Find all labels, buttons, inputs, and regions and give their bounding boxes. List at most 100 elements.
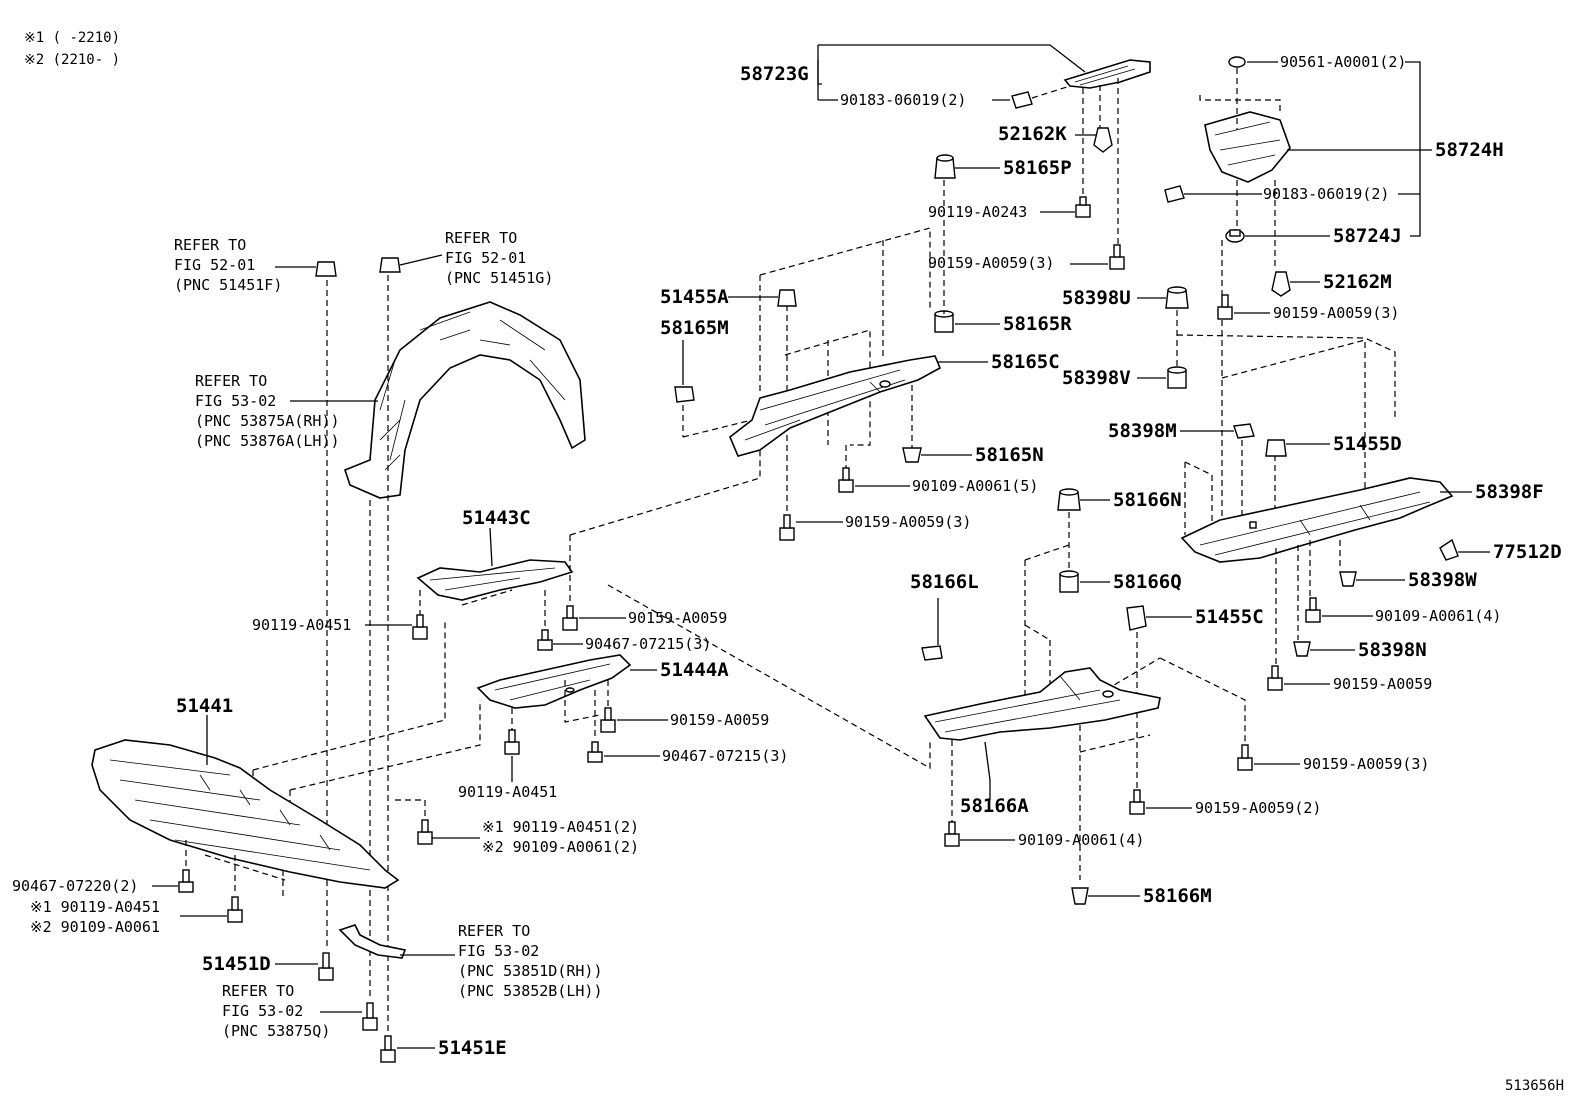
label-58165N: 58165N [975, 444, 1044, 466]
label-x1-90119-A0451-2: ※1 90119-A0451(2) [482, 818, 639, 836]
bolt-x1-90119 [227, 896, 243, 923]
label-90109-A0061-4b: 90109-A0061(4) [1018, 831, 1144, 849]
label-90561-A0001: 90561-A0001(2) [1280, 53, 1406, 71]
svg-text:REFER TO: REFER TO [195, 372, 267, 390]
label-90119-A0451-b: 90119-A0451 [458, 783, 557, 801]
label-77512D: 77512D [1493, 541, 1562, 563]
label-51441: 51441 [176, 695, 233, 717]
label-51455C: 51455C [1195, 606, 1264, 628]
label-90183-06019-a: 90183-06019(2) [840, 91, 966, 109]
clip-52162M [1271, 271, 1291, 297]
clip-58165M [674, 386, 695, 403]
bolt-90109-4b [944, 821, 960, 847]
part-58724H-cover [1204, 111, 1291, 183]
clip-51451F [315, 261, 337, 277]
svg-text:(PNC 53852B(LH)): (PNC 53852B(LH)) [458, 982, 603, 1000]
bolt-90467-2 [178, 869, 194, 893]
svg-text:REFER TO: REFER TO [174, 236, 246, 254]
bolt-90159-3b [1217, 294, 1233, 320]
label-51444A: 51444A [660, 659, 729, 681]
clip-51451G [379, 257, 401, 273]
bolt-x1-90119-2 [417, 819, 433, 845]
label-58398N: 58398N [1358, 639, 1427, 661]
clip-51455D [1265, 439, 1287, 457]
label-52162K: 52162K [998, 123, 1067, 145]
label-90159-A0059-d: 90159-A0059 [1333, 675, 1432, 693]
svg-text:(PNC 51451G): (PNC 51451G) [445, 269, 553, 287]
fender-liner [344, 301, 586, 499]
bolt-90159-2 [1129, 789, 1145, 815]
label-58165C: 58165C [991, 351, 1060, 373]
label-51455D: 51455D [1333, 433, 1402, 455]
part-53851D-bracket [338, 924, 407, 959]
nut-90561 [1228, 56, 1246, 68]
clip-58398W [1339, 571, 1357, 587]
label-90467-07215-3a: 90467-07215(3) [585, 635, 711, 653]
label-52162M: 52162M [1323, 271, 1392, 293]
label-58723G: 58723G [740, 63, 809, 85]
bolt-90159-e [562, 605, 578, 631]
grommet-77512D [1439, 538, 1459, 561]
ref-fig-52-01-51451F: REFER TO FIG 52-01 (PNC 51451F) [174, 236, 282, 294]
label-51451D: 51451D [202, 953, 271, 975]
part-58398F-cover [1180, 477, 1454, 563]
svg-text:(PNC 53875Q): (PNC 53875Q) [222, 1022, 330, 1040]
note-2: ※2 (2210- ) [24, 52, 120, 68]
part-51444A-plate [476, 654, 632, 709]
svg-text:REFER TO: REFER TO [458, 922, 530, 940]
label-58166Q: 58166Q [1113, 571, 1182, 593]
label-90159-A0059-3c: 90159-A0059(3) [845, 513, 971, 531]
label-90183-06019-b: 90183-06019(2) [1263, 185, 1389, 203]
grommet-58165R [934, 310, 954, 333]
grommet-58165P [934, 154, 956, 179]
label-90119-A0451-a: 90119-A0451 [252, 616, 351, 634]
svg-text:FIG 53-02: FIG 53-02 [195, 392, 276, 410]
bolt-90159-f [600, 707, 616, 733]
svg-text:(PNC 51451F): (PNC 51451F) [174, 276, 282, 294]
bolt-90467-3b [587, 741, 603, 763]
label-90467-07220-2: 90467-07220(2) [12, 877, 138, 895]
svg-text:FIG 53-02: FIG 53-02 [222, 1002, 303, 1020]
label-58165M: 58165M [660, 317, 729, 339]
label-58398U: 58398U [1062, 287, 1131, 309]
label-58398M: 58398M [1108, 420, 1177, 442]
bolt-90159-d [1267, 665, 1283, 691]
bolt-90119-A0243 [1075, 196, 1091, 218]
label-x2-90109-A0061: ※2 90109-A0061 [30, 918, 160, 936]
drawing-number: 513656H [1505, 1078, 1564, 1094]
ref-fig-53-02-fender: REFER TO FIG 53-02 (PNC 53875A(RH)) (PNC… [195, 372, 340, 450]
label-90109-A0061-5: 90109-A0061(5) [912, 477, 1038, 495]
label-90159-A0059-f: 90159-A0059 [670, 711, 769, 729]
label-x2-90109-A0061-2: ※2 90109-A0061(2) [482, 838, 639, 856]
grommet-58398U [1165, 286, 1189, 309]
label-58165R: 58165R [1003, 313, 1072, 335]
svg-text:FIG 52-01: FIG 52-01 [174, 256, 255, 274]
bolt-90119-a [412, 614, 428, 640]
svg-text:REFER TO: REFER TO [222, 982, 294, 1000]
label-58724J: 58724J [1333, 225, 1402, 247]
label-90159-A0059-3b: 90159-A0059(3) [1273, 304, 1399, 322]
label-58166M: 58166M [1143, 885, 1212, 907]
bolt-90159-3a [1109, 244, 1125, 270]
clip-58398N [1293, 641, 1311, 657]
label-58165P: 58165P [1003, 157, 1072, 179]
label-51451E: 51451E [438, 1037, 507, 1059]
clip-51455A [777, 289, 797, 307]
clip-58166L [921, 645, 943, 661]
label-90159-A0059-3e: 90159-A0059(3) [1303, 755, 1429, 773]
label-90159-A0059-3a: 90159-A0059(3) [928, 254, 1054, 272]
svg-text:FIG 53-02: FIG 53-02 [458, 942, 539, 960]
clip-90183-a [1011, 91, 1033, 109]
clip-51455C [1126, 605, 1147, 631]
bolt-90159-3e [1237, 744, 1253, 771]
ref-fig-53-02-53851D: REFER TO FIG 53-02 (PNC 53851D(RH)) (PNC… [458, 922, 603, 1000]
label-58398W: 58398W [1408, 569, 1477, 591]
label-90119-A0243: 90119-A0243 [928, 203, 1027, 221]
part-51443C-plate [416, 559, 574, 601]
label-58398V: 58398V [1062, 367, 1131, 389]
part-58723G-bracket [1063, 59, 1151, 89]
ref-fig-52-01-51451G: REFER TO FIG 52-01 (PNC 51451G) [445, 229, 553, 287]
label-58724H: 58724H [1435, 139, 1504, 161]
bolt-51451D [318, 952, 334, 981]
